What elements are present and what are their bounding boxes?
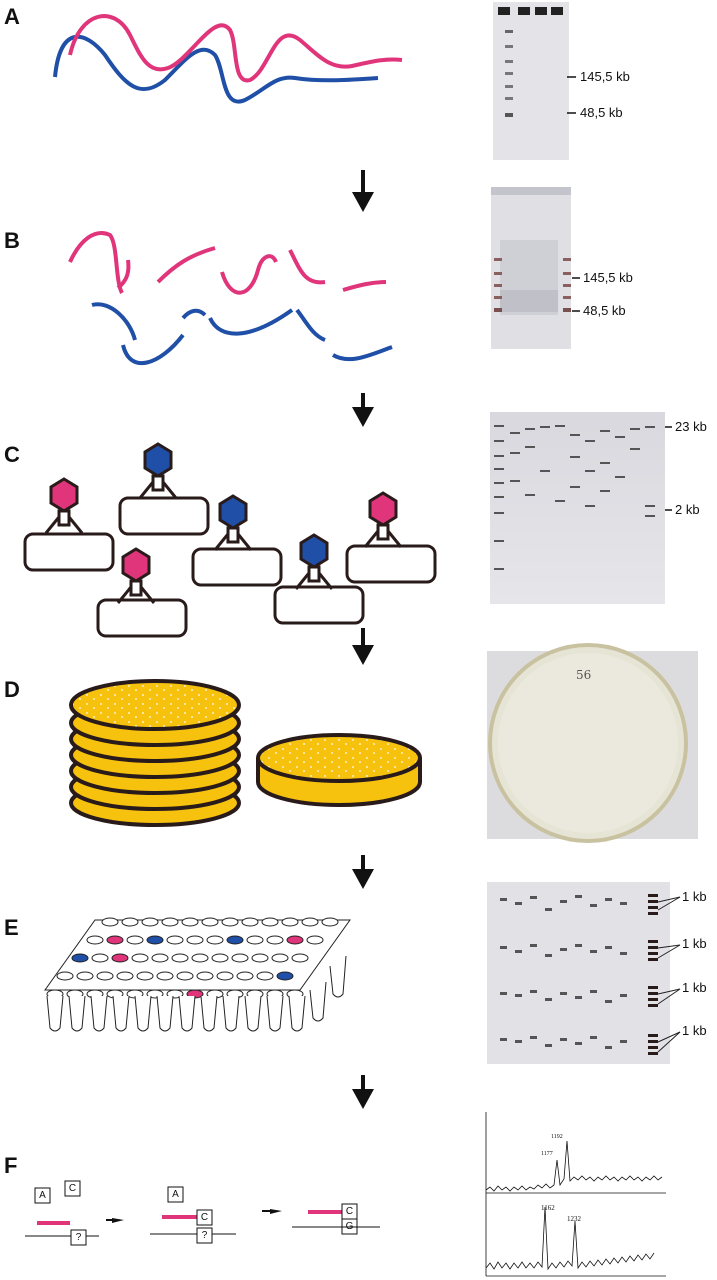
box-letter: ? bbox=[201, 1230, 208, 1241]
gel-b bbox=[491, 187, 571, 349]
plate-stack bbox=[69, 679, 241, 827]
mass-spectrum bbox=[485, 1112, 666, 1277]
panel-label-b: B bbox=[4, 228, 20, 253]
arrow-right-icon bbox=[106, 1209, 282, 1223]
box-letter: G bbox=[345, 1221, 354, 1232]
size-label: 1 kb bbox=[682, 1023, 707, 1038]
box-letter: ? bbox=[75, 1232, 82, 1243]
panel-label-a: A bbox=[4, 4, 20, 29]
panel-a-strands bbox=[53, 14, 403, 104]
peak-label: 1192 bbox=[551, 1134, 563, 1140]
panel-b-fragments bbox=[68, 231, 393, 365]
primer-extension-steps bbox=[25, 1180, 380, 1246]
size-label: 1 kb bbox=[682, 936, 707, 951]
well-plate bbox=[44, 917, 351, 1032]
size-label: 2 kb bbox=[675, 502, 700, 517]
panel-label-d: D bbox=[4, 677, 20, 702]
arrow-down-icon bbox=[352, 170, 374, 212]
phage-icons bbox=[44, 442, 403, 604]
box-letter: A bbox=[172, 1189, 179, 1200]
peak-label: 1162 bbox=[541, 1204, 555, 1212]
peak-label: 1232 bbox=[567, 1215, 581, 1223]
single-plate bbox=[256, 733, 422, 807]
arrow-down-icon bbox=[352, 855, 374, 889]
gel-c bbox=[490, 412, 665, 604]
arrow-down-icon bbox=[352, 1075, 374, 1109]
peak-label: 1177 bbox=[541, 1151, 553, 1157]
size-label: 145,5 kb bbox=[580, 69, 630, 84]
size-label: 1 kb bbox=[682, 889, 707, 904]
gel-a bbox=[493, 2, 569, 160]
panel-c-phages bbox=[23, 496, 437, 638]
size-label: 1 kb bbox=[682, 980, 707, 995]
plate-label: 56 bbox=[576, 668, 592, 682]
panel-label-f: F bbox=[4, 1153, 18, 1178]
box-letter: C bbox=[68, 1183, 77, 1194]
size-label: 48,5 kb bbox=[580, 105, 623, 120]
panel-label-e: E bbox=[4, 915, 19, 940]
box-letter: C bbox=[200, 1212, 209, 1223]
arrow-down-icon bbox=[352, 628, 374, 665]
box-letter: C bbox=[345, 1206, 354, 1217]
panel-label-c: C bbox=[4, 442, 20, 467]
size-label: 145,5 kb bbox=[583, 270, 633, 285]
size-label: 23 kb bbox=[675, 419, 707, 434]
arrow-down-icon bbox=[352, 393, 374, 427]
size-label: 48,5 kb bbox=[583, 303, 626, 318]
box-letter: A bbox=[39, 1190, 46, 1201]
plate-photo bbox=[487, 643, 698, 843]
gel-e bbox=[487, 882, 670, 1064]
